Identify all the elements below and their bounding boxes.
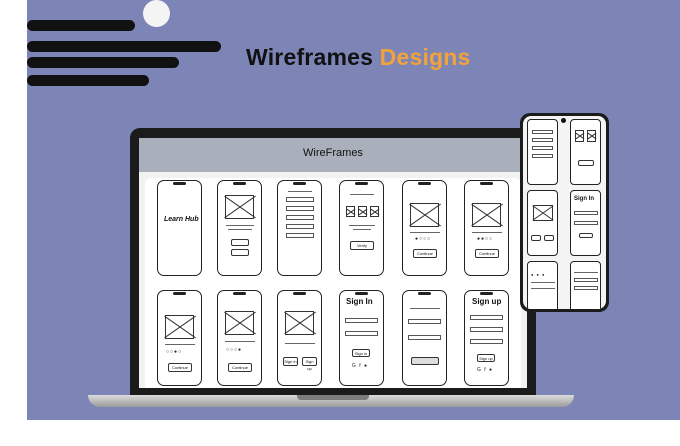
decorative-stripe-3 — [27, 57, 179, 68]
mobile-wireframe-5: ● ● ● — [527, 261, 558, 309]
form-field-2[interactable] — [286, 206, 314, 211]
image-placeholder — [165, 315, 194, 339]
image-placeholder — [225, 311, 254, 335]
sign-in-heading: Sign In — [346, 297, 373, 306]
wireframe-canvas: Learn Hub Verify — [145, 178, 521, 388]
mobile-sign-in-heading: Sign In — [574, 196, 594, 202]
new-password-field[interactable] — [408, 319, 441, 324]
decorative-circle — [143, 0, 170, 27]
continue-button-4[interactable]: Continue — [228, 363, 252, 372]
confirm-password-field[interactable] — [408, 335, 441, 340]
image-placeholder — [410, 203, 439, 227]
banner-title: Wireframes Designs — [246, 44, 471, 71]
laptop-screen: WireFrames Learn Hub Ve — [139, 138, 527, 388]
email-field-2[interactable] — [470, 327, 503, 332]
screen-title: WireFrames — [303, 147, 363, 159]
camera-icon — [561, 118, 566, 123]
continue-button-1[interactable]: Continue — [413, 249, 437, 258]
sign-up-button[interactable]: Sign up — [302, 357, 317, 371]
screen-header: WireFrames — [139, 138, 527, 172]
email-field[interactable] — [345, 318, 378, 323]
social-icons: G f ● — [477, 367, 494, 373]
wireframe-learn-hub: Learn Hub — [157, 180, 202, 276]
decorative-stripe-4 — [27, 75, 149, 86]
social-icons: G f ● — [352, 363, 369, 369]
page-dots: ●○○○ — [415, 236, 432, 242]
title-main: Wireframes — [246, 44, 374, 70]
mobile-wireframe-1 — [527, 119, 558, 185]
continue-button-2[interactable]: Continue — [475, 249, 499, 258]
wireframe-onboarding-5: ○○○● Continue — [217, 290, 262, 386]
full-name-field[interactable] — [470, 315, 503, 320]
wireframe-onboarding-4: ○○●○ Continue — [157, 290, 202, 386]
onboard-button-2[interactable] — [231, 249, 249, 256]
page-dots: ○○●○ — [166, 349, 183, 355]
mobile-wireframe-6 — [570, 261, 601, 309]
mobile-screen: Sign In ● ● ● — [523, 116, 606, 309]
reset-button[interactable] — [411, 357, 439, 365]
password-field[interactable] — [345, 331, 378, 336]
laptop-notch — [297, 395, 369, 400]
mobile-wireframe-2 — [570, 119, 601, 185]
wireframe-form — [277, 180, 322, 276]
code-box-2[interactable] — [358, 206, 367, 217]
form-field-1[interactable] — [286, 197, 314, 202]
form-field-3[interactable] — [286, 215, 314, 220]
wireframe-sign-in: Sign In Sign in G f ● — [339, 290, 384, 386]
wireframe-onboarding-3: ●●○○ Continue — [464, 180, 509, 276]
page-dots: ●●○○ — [477, 236, 494, 242]
laptop-base — [88, 395, 574, 407]
mobile-wireframe-3 — [527, 190, 558, 256]
decorative-stripe-2 — [27, 41, 221, 52]
page-dots: ○○○● — [226, 347, 243, 353]
wireframe-onboarding-2: ●○○○ Continue — [402, 180, 447, 276]
verify-button[interactable]: Verify — [350, 241, 374, 250]
wireframe-sign-up: Sign up Sign up G f ● — [464, 290, 509, 386]
continue-button-3[interactable]: Continue — [168, 363, 192, 372]
confirm-field[interactable] — [470, 339, 503, 344]
code-box-3[interactable] — [370, 206, 379, 217]
sign-up-submit[interactable]: Sign up — [477, 354, 495, 362]
form-field-4[interactable] — [286, 224, 314, 229]
form-field-5[interactable] — [286, 233, 314, 238]
sign-in-button[interactable]: Sign in — [283, 357, 298, 366]
image-placeholder — [285, 311, 314, 335]
onboard-button-1[interactable] — [231, 239, 249, 246]
image-placeholder — [225, 195, 254, 219]
wireframe-auth-choice: Sign in Sign up — [277, 290, 322, 386]
wireframe-reset-password — [402, 290, 447, 386]
title-accent: Designs — [379, 44, 471, 70]
sign-in-submit[interactable]: Sign in — [352, 349, 370, 357]
learn-hub-label: Learn Hub — [164, 216, 199, 223]
decorative-stripe-1 — [27, 20, 135, 31]
sign-up-heading: Sign up — [472, 297, 502, 306]
wireframe-onboarding-1 — [217, 180, 262, 276]
wireframe-verify: Verify — [339, 180, 384, 276]
mobile-wireframe-4: Sign In — [570, 190, 601, 256]
image-placeholder — [472, 203, 501, 227]
code-box-1[interactable] — [346, 206, 355, 217]
